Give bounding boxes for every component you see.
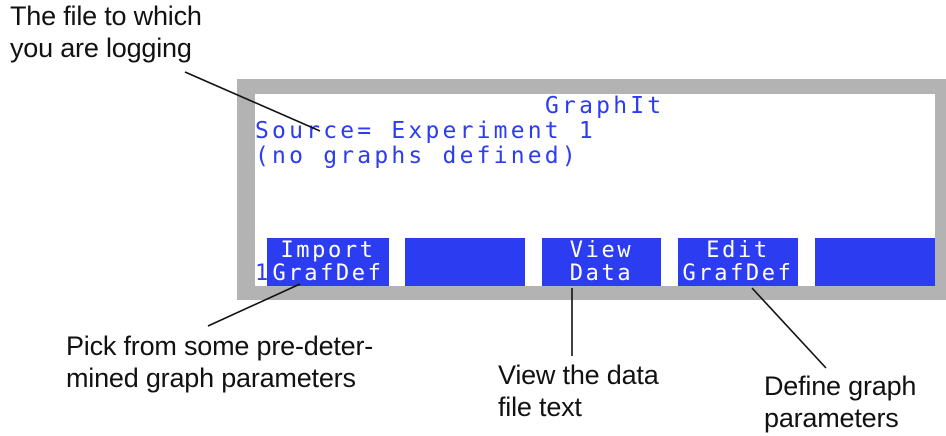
function-key-row-number: 1 <box>255 261 269 286</box>
edit-grafdef-key-line1: Edit <box>706 238 770 263</box>
view-data-callout-label: View the data file text <box>498 360 659 422</box>
terminal-screen: GraphIt Source= Experiment 1 (no graphs … <box>255 94 935 286</box>
view-data-key[interactable]: View Data <box>542 238 661 286</box>
import-grafdef-key-line1: Import <box>280 238 376 263</box>
view-data-key-line2: Data <box>569 261 634 286</box>
graphs-status-line: (no graphs defined) <box>255 143 579 169</box>
edit-grafdef-key-line2: GrafDef <box>682 261 794 286</box>
import-grafdef-key[interactable]: Import GrafDef <box>267 238 389 286</box>
edit-grafdef-callout-label: Define graph parameters <box>764 371 917 433</box>
source-file-line: Source= Experiment 1 <box>255 118 596 144</box>
function-key-2[interactable] <box>405 238 525 286</box>
import-grafdef-key-line2: GrafDef <box>272 261 384 286</box>
file-callout-label: The file to which you are logging <box>10 1 202 63</box>
view-data-key-line1: View <box>569 238 634 263</box>
edit-grafdef-leader-line <box>751 287 827 369</box>
screen-bezel: GraphIt Source= Experiment 1 (no graphs … <box>237 79 946 300</box>
function-key-5[interactable] <box>815 238 935 286</box>
import-grafdef-callout-label: Pick from some pre-deter- mined graph pa… <box>66 331 374 393</box>
edit-grafdef-key[interactable]: Edit GrafDef <box>678 238 798 286</box>
function-key-row: Import GrafDef View Data Edit GrafDef <box>255 238 935 286</box>
screen-title: GraphIt <box>545 94 665 119</box>
